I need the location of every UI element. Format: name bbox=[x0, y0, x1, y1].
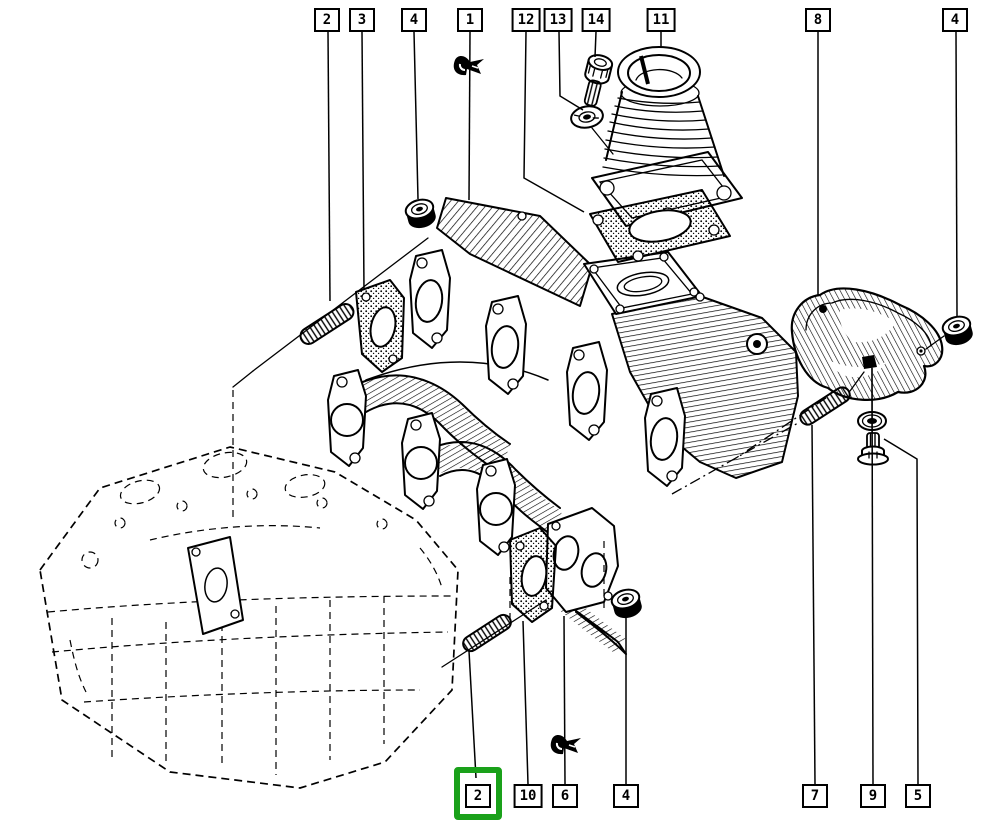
callout-9-bottom[interactable]: 9 bbox=[860, 784, 886, 808]
leader-line-4 bbox=[955, 31, 958, 317]
callout-11-top[interactable]: 11 bbox=[646, 8, 676, 32]
stud-7 bbox=[671, 371, 865, 495]
leader-line-6 bbox=[563, 615, 566, 785]
callout-1-top[interactable]: 1 bbox=[457, 8, 483, 32]
callout-6-bottom[interactable]: 6 bbox=[552, 784, 578, 808]
heat-shield bbox=[790, 287, 944, 401]
callout-3-top[interactable]: 3 bbox=[349, 8, 375, 32]
gasket-3 bbox=[355, 279, 405, 373]
callout-4-top[interactable]: 4 bbox=[401, 8, 427, 32]
head-port-flange bbox=[187, 536, 244, 635]
callout-12-top[interactable]: 12 bbox=[511, 8, 541, 32]
nut-4-top-right bbox=[941, 315, 973, 346]
callout-13-top[interactable]: 13 bbox=[543, 8, 573, 32]
leader-line-2 bbox=[468, 650, 477, 779]
leader-line-13 bbox=[558, 31, 584, 111]
outlet-pipe-gasket bbox=[589, 189, 731, 263]
washer-13 bbox=[570, 105, 604, 129]
bolt-5 bbox=[857, 432, 889, 466]
leader-line-10 bbox=[522, 620, 529, 785]
leader-line-2 bbox=[327, 31, 331, 302]
callout-2-top[interactable]: 2 bbox=[314, 8, 340, 32]
callout-10-bottom[interactable]: 10 bbox=[513, 784, 543, 808]
callout-4-bottom[interactable]: 4 bbox=[613, 784, 639, 808]
leader-line-14 bbox=[594, 31, 597, 58]
exhaust-manifold-upper bbox=[409, 197, 799, 487]
callout-2-bottom[interactable]: 2 bbox=[465, 784, 491, 808]
leader-line-12 bbox=[523, 31, 585, 213]
leader-line-3 bbox=[361, 31, 365, 291]
callout-7-bottom[interactable]: 7 bbox=[802, 784, 828, 808]
exhaust-manifold-lower bbox=[327, 361, 627, 655]
leader-line-9 bbox=[871, 367, 874, 785]
gasket-10 bbox=[509, 527, 557, 623]
leader-line-7 bbox=[811, 424, 816, 785]
callout-4-top[interactable]: 4 bbox=[942, 8, 968, 32]
nut-4-top-left bbox=[404, 198, 436, 229]
leader-line-5 bbox=[883, 438, 919, 785]
leader-line-1 bbox=[468, 31, 471, 201]
bolt-14 bbox=[583, 54, 614, 107]
highlight-ring bbox=[454, 767, 502, 820]
callout-14-top[interactable]: 14 bbox=[581, 8, 611, 32]
callout-5-bottom[interactable]: 5 bbox=[905, 784, 931, 808]
leader-line-4 bbox=[413, 31, 419, 200]
callout-8-top[interactable]: 8 bbox=[805, 8, 831, 32]
leader-lines bbox=[327, 31, 958, 785]
stud-2-top bbox=[252, 237, 429, 372]
clip-1 bbox=[453, 56, 484, 76]
nut-4-bottom bbox=[610, 588, 642, 619]
cylinder-head bbox=[39, 446, 459, 789]
clip-6 bbox=[550, 735, 581, 755]
